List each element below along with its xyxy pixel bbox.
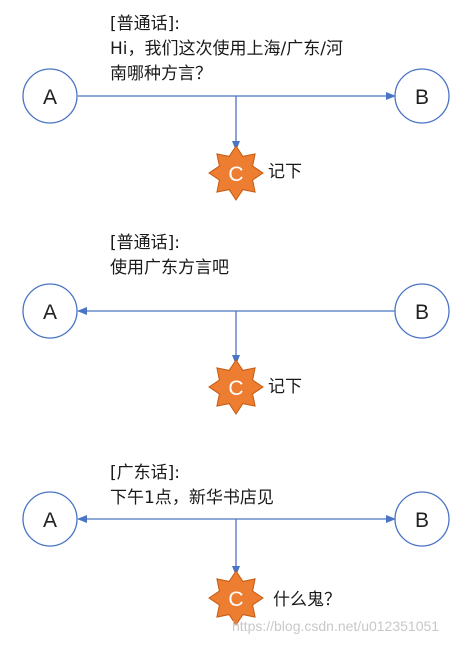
panel-3: A B C	[22, 491, 450, 626]
node-c-star	[208, 145, 264, 201]
node-a-label: A	[43, 301, 57, 324]
dialect-label: [广东话]:	[110, 463, 180, 483]
node-b	[394, 68, 450, 124]
node-b-label: B	[415, 86, 429, 109]
node-c-label: C	[228, 377, 243, 400]
node-b-label: B	[415, 301, 429, 324]
node-a	[22, 68, 78, 124]
reaction-label: 记下	[268, 377, 302, 397]
node-b	[394, 491, 450, 547]
node-c-star	[208, 359, 264, 415]
message-line-1: 使用广东方言吧	[110, 258, 229, 278]
watermark: https://blog.csdn.net/u012351051	[232, 618, 440, 634]
reaction-label: 什么鬼？	[273, 590, 341, 610]
node-a	[22, 491, 78, 547]
node-b-label: B	[415, 509, 429, 532]
panel-1: A B C	[22, 68, 450, 201]
dialect-label: [普通话]:	[110, 233, 180, 253]
message-line-1: Hi，我们这次使用上海/广东/河	[110, 39, 343, 59]
panel-2: A B C	[22, 283, 450, 415]
node-b	[394, 283, 450, 339]
dialect-label: [普通话]:	[110, 14, 180, 34]
node-c-star	[208, 570, 264, 626]
node-a	[22, 283, 78, 339]
message-line-1: 下午1点，新华书店见	[110, 488, 274, 508]
node-a-label: A	[43, 509, 57, 532]
message-line-2: 南哪种方言？	[110, 64, 212, 84]
node-c-label: C	[228, 588, 243, 611]
node-a-label: A	[43, 86, 57, 109]
node-c-label: C	[228, 163, 243, 186]
reaction-label: 记下	[268, 162, 302, 182]
